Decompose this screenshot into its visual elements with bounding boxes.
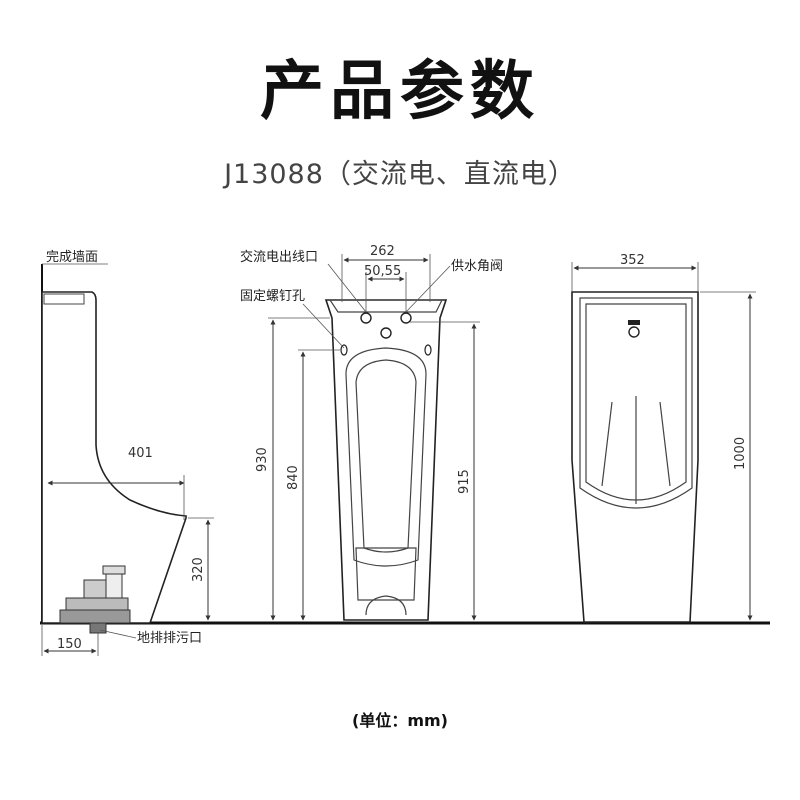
right-inner-panel: [579, 297, 693, 509]
screw-hole-right: [424, 344, 432, 356]
sensor-window: [628, 320, 640, 325]
sensor-icon: [628, 326, 640, 338]
valve-height-dimension: 915: [457, 469, 472, 494]
side-top-cap: [43, 293, 85, 305]
depth-dimension: 401: [128, 446, 153, 461]
valve-label: 供水角阀: [451, 259, 503, 274]
back-view: 352 1000: [571, 253, 756, 623]
screw-hole-left: [340, 344, 348, 356]
power-hole: [360, 312, 372, 324]
total-height-dimension: 930: [255, 447, 270, 472]
screw-height-dimension: 840: [286, 465, 301, 490]
center-hole: [380, 327, 392, 339]
page-title: 产品参数: [260, 55, 540, 129]
front-bowl: [345, 347, 427, 567]
valve-hole: [400, 312, 412, 324]
right-height-dimension: 1000: [733, 437, 748, 470]
unit-note: (单位：mm): [352, 711, 448, 730]
drain-label: 地排排污口: [137, 631, 202, 646]
right-urinal-body: [571, 291, 699, 623]
screw-hole-label: 固定螺钉孔: [240, 289, 305, 304]
power-outlet-label: 交流电出线口: [240, 249, 318, 265]
right-width-dimension: 352: [620, 253, 645, 268]
front-width-dimension: 262: [370, 244, 395, 259]
inlet-height-dimension: 320: [191, 557, 206, 582]
wall-label: 完成墙面: [46, 250, 98, 265]
drain-fitting: [59, 565, 131, 634]
inner-width-dimension: 50,55: [364, 264, 401, 279]
drain-offset-dimension: 150: [57, 637, 82, 652]
side-view: 完成墙面 401 320 地排排污口 150: [41, 250, 214, 656]
front-view: 262 50,55 交流电出线口 供水角阀 固定螺钉孔 930 840 915: [240, 244, 503, 621]
model-subtitle: J13088（交流电、直流电）: [224, 159, 576, 190]
